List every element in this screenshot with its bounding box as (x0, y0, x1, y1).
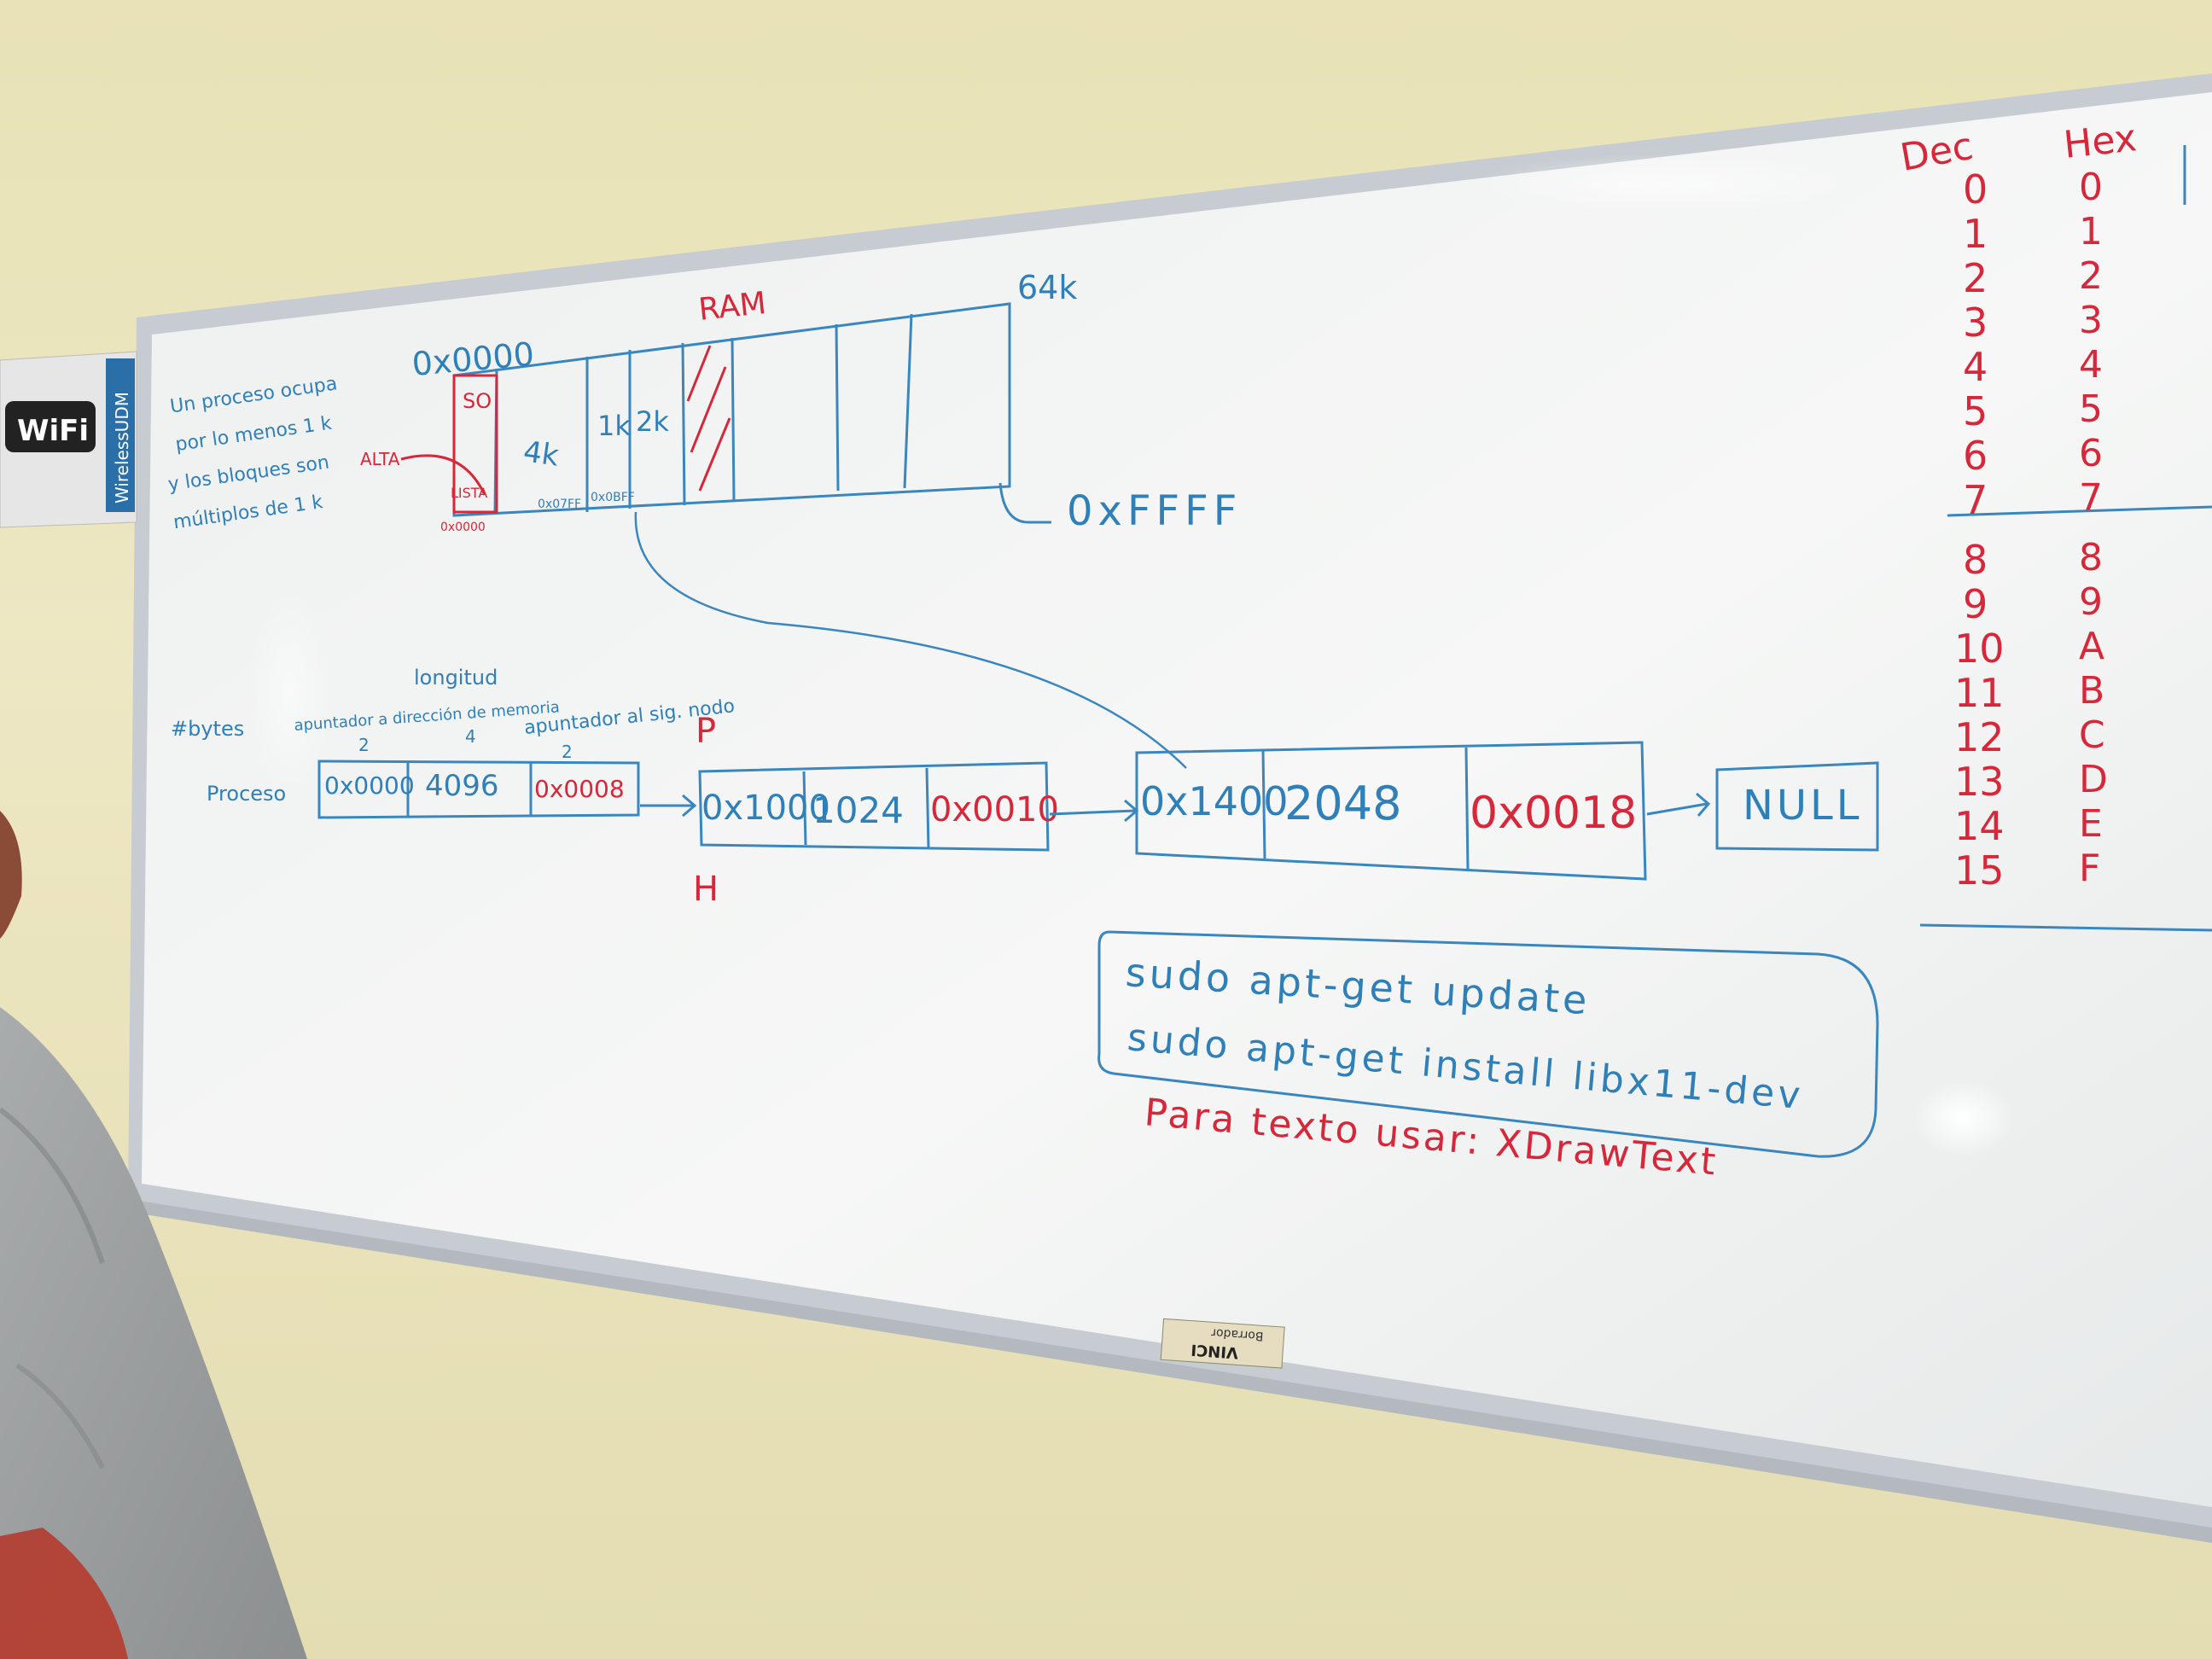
table-dec-value: 7 (1963, 477, 1988, 523)
pointer-label: H (693, 870, 719, 909)
linked-list: 0x0000 4096 0x0008 0x1000 1024 0x0010 0x… (317, 741, 1879, 881)
table-hex-value: 0 (2079, 166, 2103, 209)
table-header-hex: Hex (2062, 116, 2139, 167)
table-dec-value: 14 (1954, 803, 2005, 849)
table-hex-value: D (2079, 758, 2108, 801)
null-node: NULL (1715, 761, 1879, 852)
ram-alta-label: ALTA (360, 449, 400, 469)
node-next: 0x0018 (1470, 788, 1637, 839)
table-hex-value: E (2079, 802, 2103, 846)
list-node: 0x1400 2048 0x0018 (1135, 741, 1647, 881)
person-sweater (0, 811, 307, 1659)
table-dec-value: 2 (1963, 255, 1988, 301)
table-hex-value: 2 (2079, 254, 2103, 298)
table-dec-value: 1 (1963, 211, 1988, 257)
node-address: 0x0000 (324, 771, 415, 800)
ram-block-label: 4k (521, 434, 562, 473)
table-dec-value: 12 (1954, 714, 2005, 760)
table-hex-value: B (2079, 669, 2104, 713)
table-hex-value: 3 (2079, 299, 2103, 342)
pointer-label: P (696, 712, 716, 751)
column-mark: 2 (358, 735, 370, 755)
ram-title: RAM (697, 286, 768, 328)
table-dec-value: 9 (1963, 581, 1988, 627)
board-glare-2 (1476, 154, 1852, 213)
table-dec-value: 6 (1963, 433, 1988, 479)
board-glare-3 (247, 589, 333, 794)
ram-small-address: 0x0BFF (591, 491, 635, 504)
table-hex-value: A (2079, 625, 2104, 668)
column-mark: 4 (465, 726, 476, 747)
table-dec-value: 11 (1954, 670, 2005, 716)
table-dec-value: 10 (1954, 626, 2005, 672)
row-label: #bytes (171, 717, 244, 741)
ram-small-address: 0x07FF (538, 498, 581, 511)
table-hex-value: C (2079, 713, 2105, 757)
ram-lista-label: LISTA (451, 485, 487, 501)
node-length: 1024 (812, 789, 904, 831)
whiteboard-surface (142, 92, 2212, 1507)
whiteboard (128, 73, 2212, 1543)
column-header: longitud (414, 666, 498, 690)
ram-block-label: 1k (597, 410, 631, 442)
node-next: 0x0010 (930, 790, 1059, 830)
table-hex-value: F (2079, 847, 2100, 890)
node-length: 4096 (425, 769, 499, 803)
node-address: 0x1000 (701, 789, 830, 828)
table-dec-value: 15 (1954, 847, 2005, 894)
table-bottom-line (1919, 923, 2212, 932)
node-next: 0x0008 (534, 775, 625, 803)
table-dec-value: 4 (1963, 344, 1988, 390)
wifi-sign-label: WiFi (17, 414, 89, 448)
eraser: VINCI Borrador (1160, 1318, 1285, 1369)
table-divider (1947, 505, 2212, 517)
node-address: 0x1400 (1140, 778, 1289, 824)
wifi-sign: WiFi WirelessUDM (0, 351, 137, 528)
ram-block-label: 2k (636, 405, 669, 438)
eraser-brand: VINCI (1190, 1341, 1239, 1362)
ram-os-block (452, 374, 498, 514)
ram-hatched-block (686, 345, 731, 492)
table-dec-value: 3 (1963, 300, 1988, 346)
table-hex-value: 6 (2079, 432, 2103, 475)
column-mark: 2 (562, 742, 573, 762)
ram-small-address: 0x0000 (440, 521, 486, 534)
table-hex-value: 8 (2079, 536, 2103, 579)
null-label: NULL (1743, 782, 1863, 830)
whiteboard-tray (128, 1199, 2212, 1543)
wifi-sign-brand: WirelessUDM (112, 392, 132, 504)
table-hex-value: 5 (2079, 387, 2103, 431)
table-dec-value: 0 (1963, 166, 1988, 212)
ram-block-label: SO (463, 389, 492, 413)
table-dec-value: 13 (1954, 759, 2005, 805)
table-hex-value: 7 (2079, 476, 2103, 520)
table-dec-value: 5 (1963, 388, 1988, 434)
table-dec-value: 8 (1963, 537, 1988, 583)
list-node: 0x1000 1024 0x0010 (698, 761, 1059, 852)
ram-end-address: 0xFFFF (1067, 487, 1242, 535)
row-label: Proceso (207, 782, 286, 806)
ram-diagram: RAM 0x0000 64k 0xFFFF ALTA LISTA SO 4k 1… (360, 269, 1242, 769)
board-glare (1912, 1080, 2014, 1156)
table-hex-value: 9 (2079, 580, 2103, 624)
ram-to-node-curve (634, 511, 1187, 769)
table-hex-value: 1 (2079, 210, 2103, 253)
node-length: 2048 (1284, 777, 1401, 830)
eraser-label: Borrador (1211, 1325, 1264, 1342)
table-hex-value: 4 (2079, 343, 2103, 387)
list-node: 0x0000 4096 0x0008 (317, 760, 640, 819)
ram-size-label: 64k (1017, 269, 1077, 306)
